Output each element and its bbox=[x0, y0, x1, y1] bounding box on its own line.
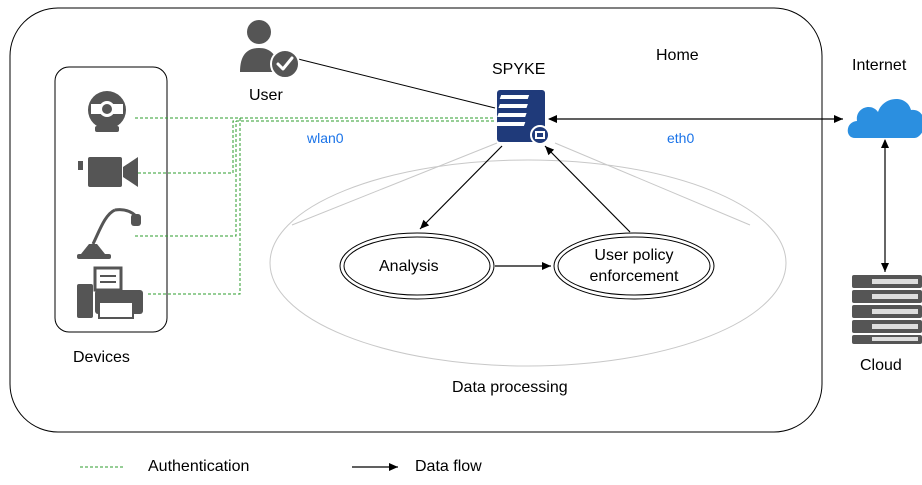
home-boundary bbox=[9, 7, 823, 433]
policy-label-line2: enforcement bbox=[589, 268, 679, 285]
auth-lines bbox=[135, 117, 495, 295]
policy-node bbox=[553, 232, 715, 300]
policy-label-line1: User policy bbox=[594, 247, 674, 264]
legend-dataflow-label: Data flow bbox=[415, 458, 482, 475]
cloud-server-icon bbox=[852, 275, 922, 344]
internet-label: Internet bbox=[852, 57, 907, 74]
user-label: User bbox=[249, 87, 283, 104]
user-spyke-link bbox=[281, 54, 496, 109]
devices-label: Devices bbox=[73, 349, 130, 366]
data-processing-label: Data processing bbox=[452, 379, 568, 396]
analysis-label: Analysis bbox=[379, 258, 439, 275]
analysis-node-inner bbox=[343, 236, 491, 296]
fax-printer-icon bbox=[77, 266, 143, 319]
policy-label: User policy enforcement bbox=[566, 245, 702, 287]
policy-node-inner bbox=[557, 236, 711, 296]
video-camera-icon bbox=[78, 157, 138, 187]
processing-cone-right bbox=[554, 142, 751, 226]
analysis-node bbox=[339, 232, 495, 300]
auth-line-fax bbox=[148, 118, 241, 295]
cloud-icon bbox=[847, 99, 922, 138]
auth-line-videocam bbox=[138, 120, 495, 174]
processing-outer-ellipse bbox=[269, 159, 787, 367]
arrow-policy-to-spyke bbox=[544, 145, 631, 233]
user-check-icon bbox=[240, 20, 300, 79]
server-icon bbox=[495, 90, 550, 145]
microphone-icon bbox=[77, 208, 141, 259]
arrow-spyke-to-analysis bbox=[419, 145, 503, 230]
wlan0-label: wlan0 bbox=[307, 130, 344, 146]
devices-box bbox=[54, 66, 168, 333]
auth-line-microphone bbox=[135, 121, 237, 237]
cloud-label: Cloud bbox=[860, 357, 902, 374]
eth0-label: eth0 bbox=[667, 130, 695, 146]
processing-cone-left bbox=[291, 142, 498, 226]
home-label: Home bbox=[656, 47, 699, 64]
spyke-label: SPYKE bbox=[492, 61, 546, 78]
webcam-icon bbox=[88, 91, 126, 132]
legend-auth-label: Authentication bbox=[148, 458, 250, 475]
